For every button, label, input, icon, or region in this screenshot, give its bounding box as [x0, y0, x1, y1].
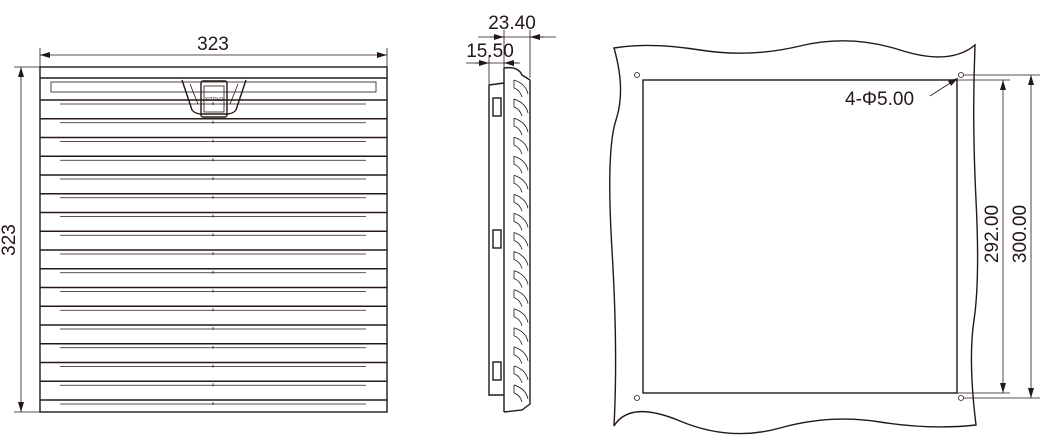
side-fin [513, 136, 529, 155]
louver-slat [40, 380, 387, 387]
side-fin [513, 193, 529, 212]
depth-dimensions: 23.40 15.50 [466, 13, 556, 85]
logo-text: XITOLO [205, 97, 223, 103]
louver-slat [40, 136, 387, 143]
louver-slat [40, 399, 387, 405]
outer-dimension: 300.00 [963, 74, 1040, 399]
hole-icon [958, 72, 964, 78]
side-fin [513, 213, 529, 231]
side-fin [513, 174, 529, 193]
panel-outline [609, 40, 979, 435]
side-fin [513, 155, 529, 174]
outer-dim-label: 300.00 [1010, 205, 1031, 263]
side-fin [513, 365, 529, 383]
side-fin [513, 327, 529, 345]
hole-icon [634, 395, 640, 401]
hole-icon [634, 72, 640, 78]
hole-icon [958, 395, 964, 401]
mounting-holes [634, 72, 964, 401]
width-label: 323 [197, 34, 229, 55]
side-fin [513, 117, 529, 136]
side-fin [513, 346, 529, 364]
clip-middle [492, 229, 502, 249]
louver-slat [40, 211, 387, 218]
louver-slat [40, 193, 387, 199]
clip-bottom [492, 361, 502, 381]
side-fin [513, 308, 529, 326]
cutout-square [642, 79, 958, 394]
side-fins [513, 79, 529, 403]
louver-slat [40, 324, 387, 330]
total-depth-label: 23.40 [488, 13, 536, 34]
louver-slat [40, 174, 387, 180]
side-fin [513, 79, 529, 98]
louver-slat [40, 286, 387, 293]
side-fin [513, 98, 529, 117]
louver-slat [40, 249, 387, 255]
inner-dimension: 292.00 [957, 79, 1010, 394]
side-fin [513, 270, 529, 288]
front-view: XITOLO 323 323 [0, 34, 388, 413]
height-label: 323 [0, 224, 20, 256]
width-dimension: 323 [39, 34, 388, 67]
louver-slat [40, 305, 387, 312]
louver-slat [40, 230, 387, 237]
louver-slat [40, 99, 387, 105]
louver-slat [40, 343, 387, 349]
frame-depth-label: 15.50 [466, 41, 514, 62]
side-fin [513, 289, 529, 307]
side-fin [513, 232, 529, 250]
louver-slat [40, 268, 387, 274]
cutout-view: 4-Φ5.00 292.00 300.00 [609, 40, 1040, 435]
filter-frame [39, 66, 388, 413]
side-fin [513, 384, 529, 403]
side-fin [513, 251, 529, 269]
louvers [40, 99, 387, 405]
clip-top [492, 97, 502, 117]
inner-dim-label: 292.00 [982, 205, 1003, 263]
hole-label: 4-Φ5.00 [845, 89, 914, 110]
louver-slat [40, 155, 387, 162]
louver-slat [40, 118, 387, 124]
side-view: 23.40 15.50 [466, 13, 556, 413]
top-slot [50, 81, 377, 93]
louver-slat [40, 361, 387, 368]
height-dimension: 323 [0, 66, 40, 413]
latch-logo: XITOLO [181, 79, 247, 118]
